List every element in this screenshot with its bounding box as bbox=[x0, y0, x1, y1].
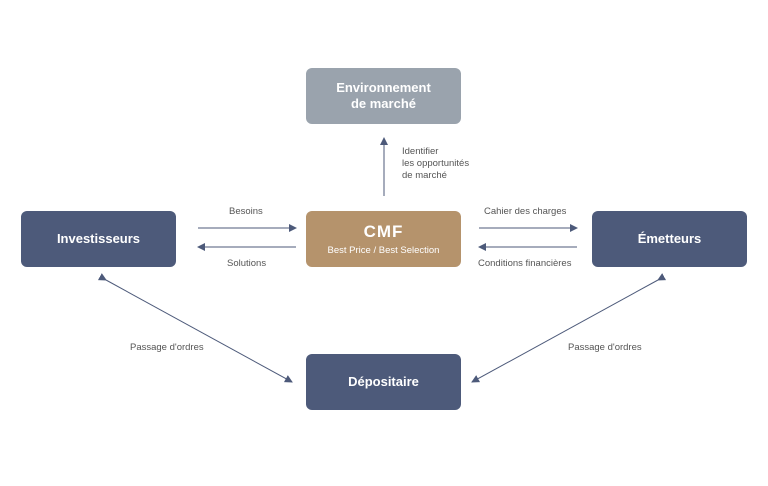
node-depositary-label: Dépositaire bbox=[348, 374, 419, 389]
label-specifications: Cahier des charges bbox=[484, 206, 567, 217]
node-environment-line2: de marché bbox=[350, 96, 417, 111]
label-identify-line2: les opportunités bbox=[402, 158, 470, 169]
label-orders-right: Passage d'ordres bbox=[568, 342, 642, 353]
arrow-orders-left bbox=[97, 273, 293, 383]
node-cmf-subtitle: Best Price / Best Selection bbox=[327, 244, 440, 256]
node-investors: Investisseurs bbox=[21, 211, 176, 267]
node-cmf: CMF Best Price / Best Selection bbox=[306, 211, 461, 267]
node-depositary: Dépositaire bbox=[306, 354, 461, 410]
label-financial-conditions: Conditions financières bbox=[478, 258, 572, 269]
label-identify-line1: Identifier bbox=[402, 146, 439, 157]
label-needs: Besoins bbox=[229, 206, 263, 217]
label-identify-line3: de marché bbox=[402, 170, 447, 181]
node-environment: Environnement de marché bbox=[306, 68, 461, 124]
node-environment-line1: Environnement bbox=[336, 80, 431, 95]
arrow-orders-right bbox=[471, 273, 667, 383]
label-solutions: Solutions bbox=[227, 258, 267, 269]
node-issuers-label: Émetteurs bbox=[637, 231, 702, 246]
node-issuers: Émetteurs bbox=[592, 211, 747, 267]
label-identify: Identifier les opportunités de marché bbox=[402, 146, 512, 182]
label-orders-left: Passage d'ordres bbox=[130, 342, 204, 353]
node-cmf-title: CMF bbox=[363, 221, 404, 241]
node-investors-label: Investisseurs bbox=[56, 231, 141, 246]
